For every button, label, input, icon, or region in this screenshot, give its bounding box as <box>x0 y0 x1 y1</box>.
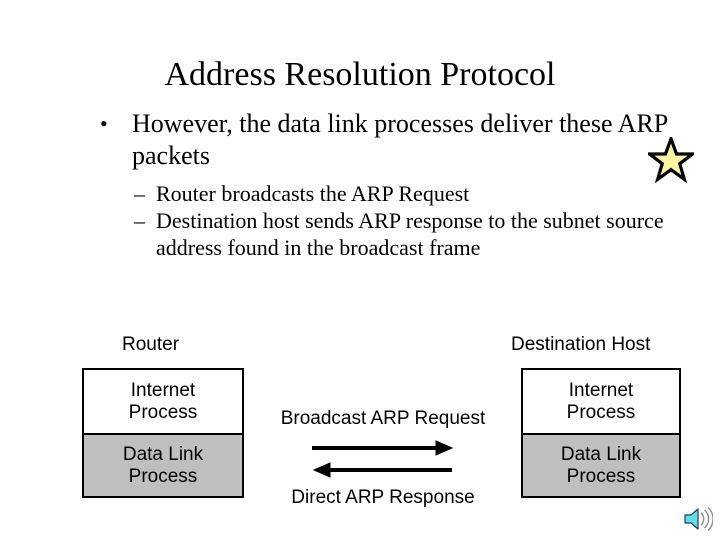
bullet-text-level2: Router broadcasts the ARP Request <box>156 181 470 206</box>
layer-label-line2: Process <box>128 465 198 487</box>
layer-internet-process-router: Internet Process <box>84 370 242 433</box>
protocol-stack-router: Internet Process Data Link Process <box>82 368 244 498</box>
bullet-item-level2: – Router broadcasts the ARP Request <box>134 180 676 207</box>
arrow-left-response <box>312 462 452 478</box>
speaker-icon[interactable] <box>683 505 713 533</box>
layer-label-line2: Process <box>128 401 198 423</box>
layer-data-link-process-router: Data Link Process <box>84 433 242 496</box>
layer-data-link-process-destination: Data Link Process <box>523 433 679 496</box>
bullet-text-level1: However, the data link processes deliver… <box>132 109 668 170</box>
layer-label-line1: Data Link <box>122 443 204 465</box>
bullet-marker-icon: • <box>100 111 108 136</box>
flow-label-broadcast-arp-request: Broadcast ARP Request <box>280 408 486 429</box>
node-caption-router: Router <box>122 334 180 355</box>
node-caption-destination-host: Destination Host <box>511 334 651 355</box>
layer-label-line1: Internet <box>568 379 634 401</box>
protocol-stack-destination-host: Internet Process Data Link Process <box>521 368 681 498</box>
flow-label-direct-arp-response: Direct ARP Response <box>291 487 475 508</box>
page-title: Address Resolution Protocol <box>164 56 556 93</box>
layer-label-line2: Process <box>566 465 636 487</box>
body-text-block: • However, the data link processes deliv… <box>96 108 676 261</box>
bullet-item-level2: – Destination host sends ARP response to… <box>134 207 676 261</box>
bullet-text-level2: Destination host sends ARP response to t… <box>156 208 664 260</box>
arrow-right-broadcast <box>312 440 454 456</box>
flow-arrows-group <box>312 440 454 478</box>
dash-marker-icon: – <box>134 181 145 206</box>
bullet-item-level1: • However, the data link processes deliv… <box>96 108 676 172</box>
layer-label-line1: Data Link <box>560 443 642 465</box>
layer-label-line1: Internet <box>130 379 196 401</box>
layer-label-line2: Process <box>566 401 636 423</box>
layer-internet-process-destination: Internet Process <box>523 370 679 433</box>
dash-marker-icon: – <box>134 208 145 233</box>
star-icon <box>648 137 694 183</box>
sub-bullet-list: – Router broadcasts the ARP Request – De… <box>96 180 676 261</box>
